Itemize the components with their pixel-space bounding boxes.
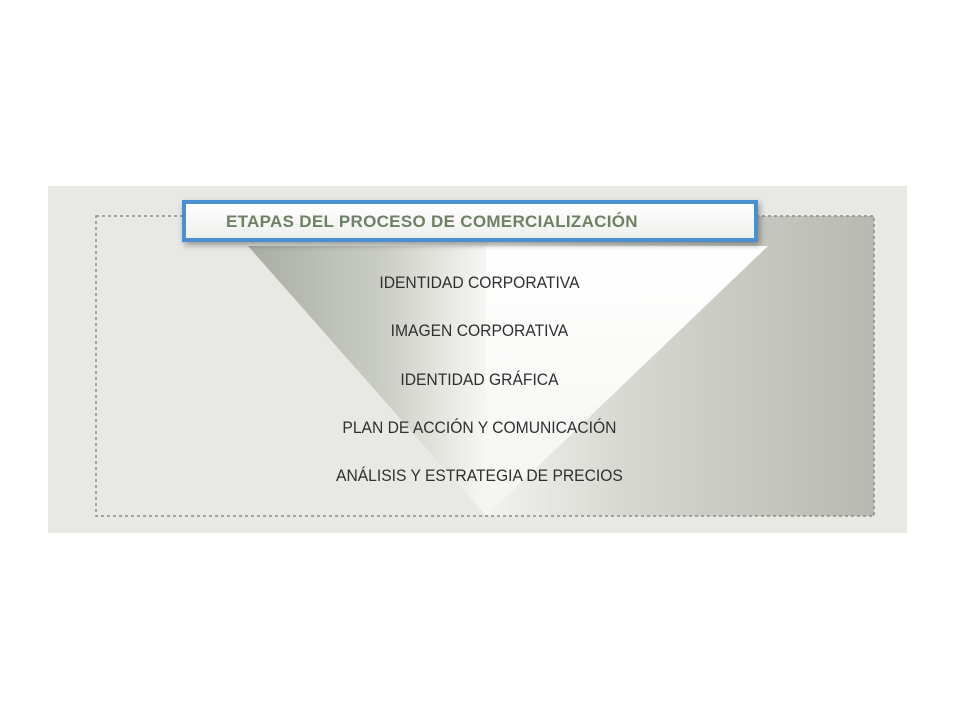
funnel-left-face — [248, 246, 486, 516]
dotted-frame — [95, 215, 875, 517]
diagram-panel — [48, 186, 907, 533]
stage-label-5: ANÁLISIS Y ESTRATEGIA DE PRECIOS — [336, 466, 623, 485]
stage-label-2: IMAGEN CORPORATIVA — [390, 321, 569, 340]
funnel-right-face — [486, 246, 768, 516]
stage-label-1: IDENTIDAD CORPORATIVA — [379, 273, 580, 292]
stage-label-4: PLAN DE ACCIÓN Y COMUNICACIÓN — [342, 418, 617, 437]
title-box: ETAPAS DEL PROCESO DE COMERCIALIZACIÓN — [182, 200, 758, 242]
stage-label-3: IDENTIDAD GRÁFICA — [400, 370, 559, 389]
diagram-title: ETAPAS DEL PROCESO DE COMERCIALIZACIÓN — [226, 212, 638, 231]
